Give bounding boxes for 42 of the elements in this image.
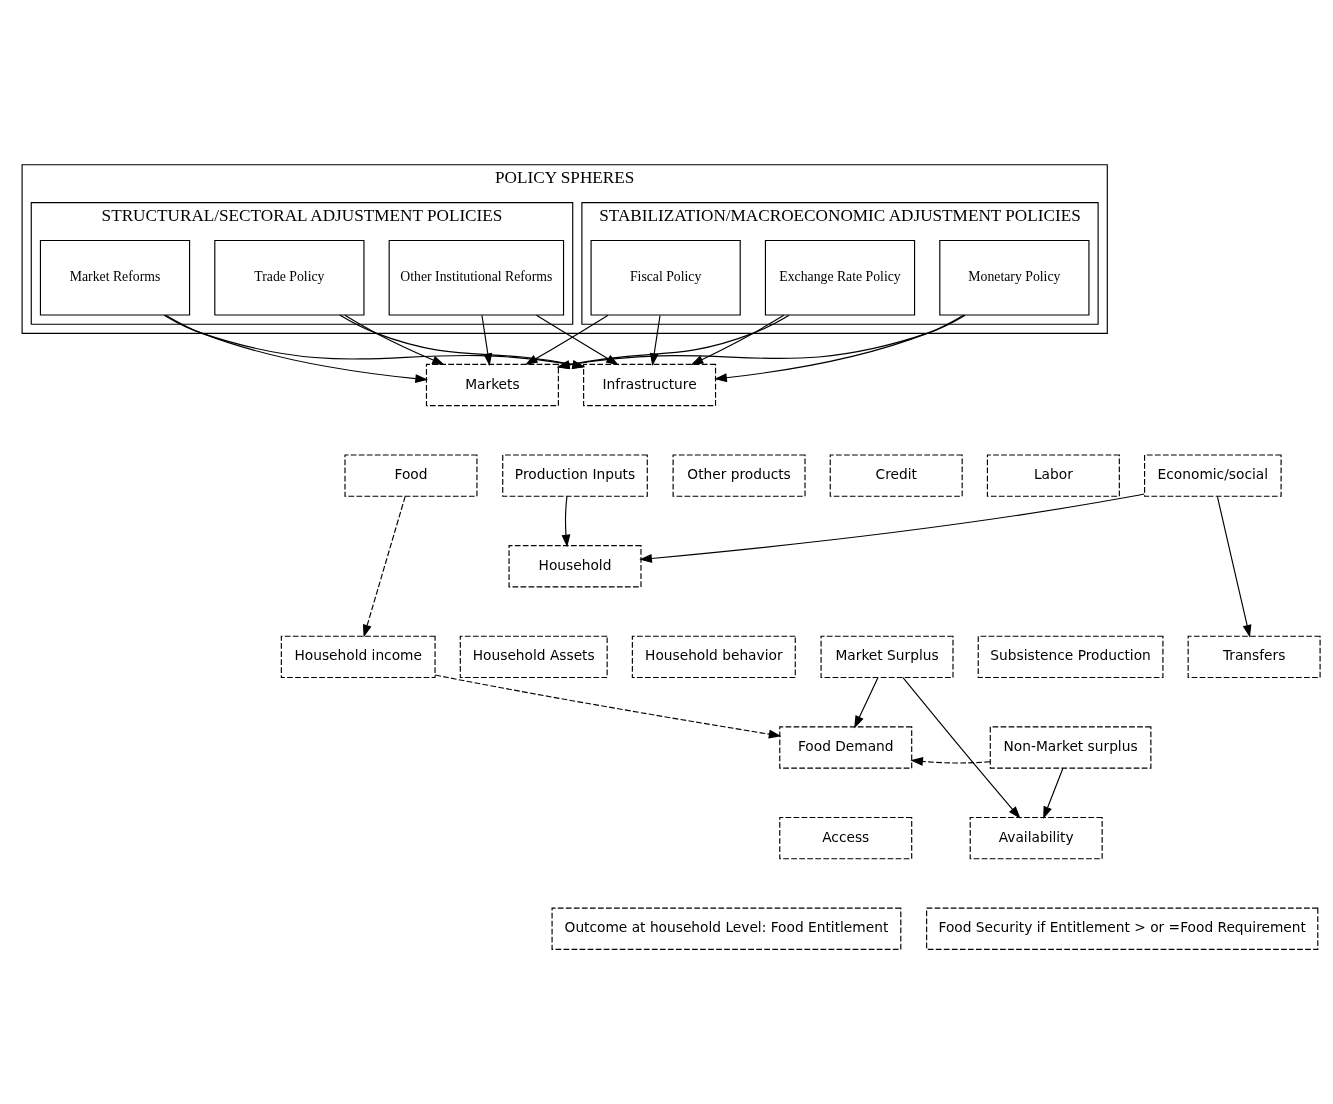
node-box: Exchange Rate Policy — [764, 239, 916, 316]
node-box: Availability — [969, 816, 1103, 859]
node-box: Household income — [280, 635, 436, 678]
arrow — [481, 314, 493, 366]
arrow — [561, 495, 571, 547]
arrow — [535, 314, 619, 365]
node-box: Monetary Policy — [939, 239, 1090, 316]
node-box: Trade Policy — [214, 239, 365, 316]
node-box: Household Assets — [459, 635, 608, 678]
node-box: Outcome at household Level: Food Entitlement — [551, 907, 902, 950]
node-box: Food Security if Entitlement > or =Food Requirement — [926, 907, 1319, 950]
node-box: Subsistence Production — [977, 635, 1164, 678]
arrow — [902, 676, 1021, 819]
node-box: Household — [508, 544, 642, 587]
node-box: Markets — [425, 363, 559, 406]
arrow — [362, 495, 406, 637]
node-box: Other products — [672, 453, 806, 497]
node-box: Food Demand — [779, 725, 913, 769]
node-box: Economic/social — [1144, 453, 1282, 497]
node-box: Production Inputs — [502, 453, 648, 497]
arrow — [639, 492, 1145, 563]
node-box: Transfers — [1187, 635, 1321, 678]
node-box: Market Surplus — [820, 635, 954, 678]
node-box: Other Institutional Reforms — [388, 239, 565, 316]
node-box: Household behavior — [631, 635, 796, 678]
node-box: Non-Market surplus — [989, 725, 1152, 769]
arrow — [165, 314, 428, 383]
arrow — [434, 674, 782, 738]
arrow — [344, 314, 445, 365]
arrow — [1216, 495, 1252, 637]
node-box: Access — [779, 816, 913, 859]
node-box: Fiscal Policy — [590, 239, 741, 316]
arrow — [910, 756, 991, 766]
arrow — [714, 314, 965, 382]
arrow — [690, 314, 785, 365]
arrow — [854, 676, 879, 728]
node-box: Infrastructure — [583, 363, 717, 406]
arrow — [1043, 767, 1064, 819]
node-box: Credit — [829, 453, 963, 497]
node-box: Food — [344, 453, 478, 497]
node-box: Market Reforms — [39, 239, 191, 316]
node-box: Labor — [986, 453, 1120, 497]
